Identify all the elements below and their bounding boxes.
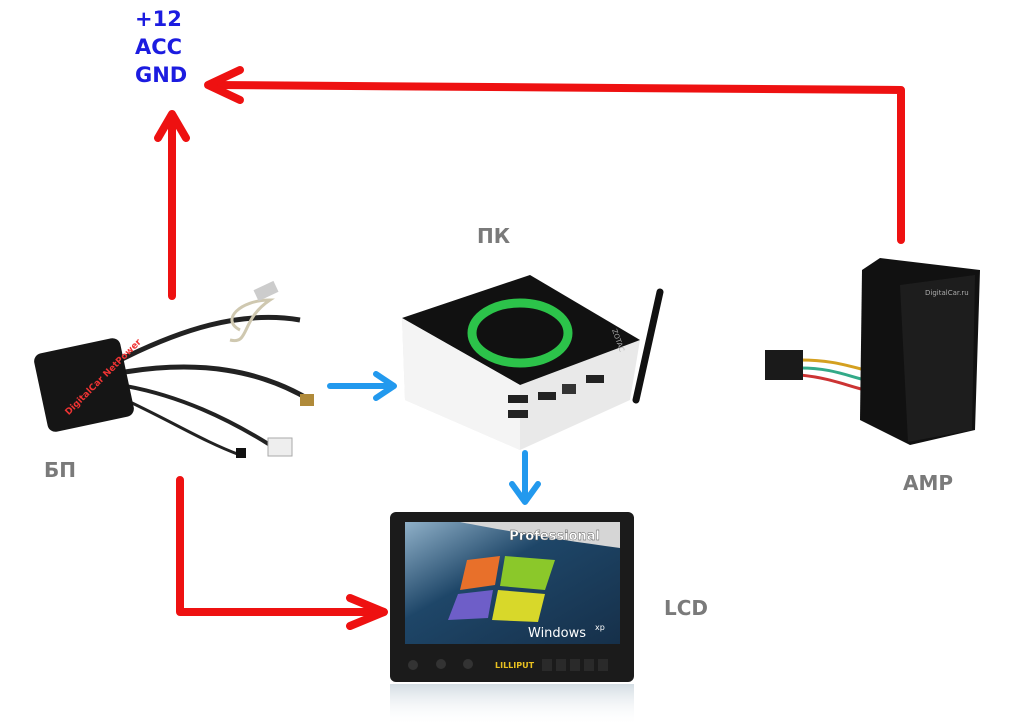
psu-device-image: DigitalCar NetPower — [34, 280, 314, 458]
pc-label: ПК — [477, 224, 511, 248]
windows-logo — [448, 556, 555, 622]
lcd-device-image: Professional Windows xp LILLIPUT — [390, 512, 634, 726]
amp-device-image: DigitalCar.ru — [765, 258, 980, 445]
lcd-reflection — [390, 684, 634, 726]
amp-label: AMP — [903, 471, 954, 495]
power-line-plus12: +12 — [135, 7, 182, 31]
power-line-gnd: GND — [135, 63, 188, 87]
pc-device-image: ZOTAC — [402, 275, 664, 450]
signal-arrow-pc-to-lcd — [509, 450, 541, 505]
lcd-label: LCD — [664, 596, 709, 620]
lcd-screen-title: Professional — [509, 529, 600, 544]
lcd-brand-text: LILLIPUT — [495, 661, 535, 670]
lcd-os-text: Windows — [528, 626, 586, 641]
power-arrow-psu-to-supply — [154, 110, 190, 300]
amp-brand-text: DigitalCar.ru — [925, 289, 969, 297]
power-arrow-psu-to-lcd — [176, 476, 388, 630]
power-line-acc: ACC — [135, 35, 183, 59]
psu-label: БП — [44, 458, 76, 482]
lcd-os-suffix: xp — [595, 623, 605, 632]
power-arrow-amp-to-supply — [204, 66, 905, 244]
signal-arrow-psu-to-pc — [327, 371, 397, 401]
